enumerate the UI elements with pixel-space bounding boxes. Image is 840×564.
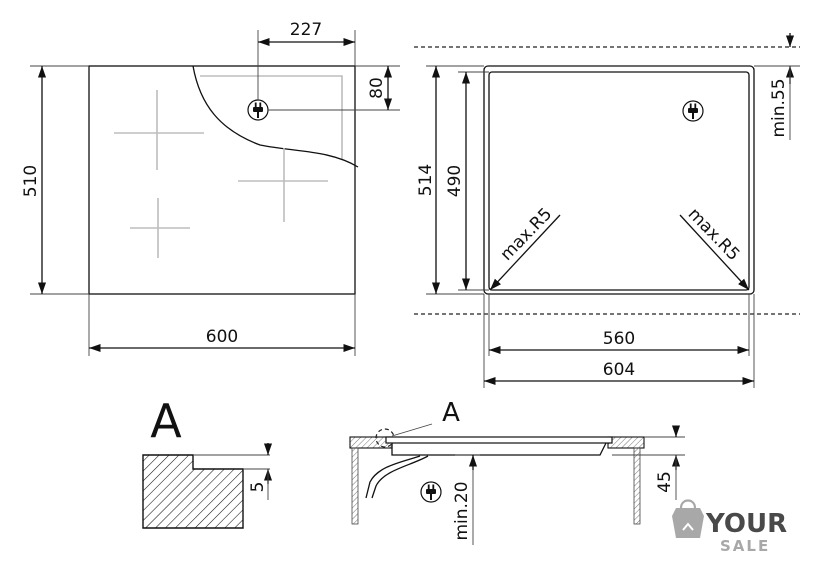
hob-curve-line [192, 65, 359, 168]
hob-inner-frame [200, 75, 343, 160]
hob-outline [88, 65, 356, 295]
hob-body [391, 442, 607, 456]
watermark-line1: YOUR [705, 509, 787, 539]
cutout-view: max.R5 max.R5 [414, 46, 800, 315]
radius-left-label: max.R5 [497, 204, 557, 265]
cabinet-wall-left [351, 447, 359, 525]
detail-a: A 5 [142, 394, 273, 529]
hob-top-view [88, 65, 359, 295]
dim-560: 560 [603, 329, 635, 349]
dim-80: 80 [367, 77, 387, 99]
cutout-dimensions: 514 490 min.55 560 604 [416, 33, 800, 388]
dim-45: 45 [655, 471, 675, 493]
worktop-right [607, 436, 645, 449]
watermark-line2: SALE [720, 537, 770, 555]
dim-600: 600 [206, 327, 238, 347]
dim-490: 490 [445, 165, 465, 197]
cabinet-wall-right [633, 447, 641, 525]
plug-icon [682, 100, 704, 122]
cooking-zones [114, 90, 328, 258]
section-detail-letter: A [442, 398, 460, 428]
plug-icon [247, 99, 269, 121]
dim-514: 514 [416, 164, 436, 196]
cutout-inner [488, 71, 750, 291]
dim-510: 510 [21, 165, 41, 197]
dim-min20: min.20 [452, 481, 472, 540]
section-view: A min.20 45 [349, 398, 685, 545]
glass-top [385, 436, 613, 444]
dim-min55: min.55 [769, 78, 789, 137]
dim-604: 604 [603, 360, 635, 380]
detail-a-section [142, 454, 244, 529]
dim-5: 5 [248, 482, 268, 493]
detail-a-letter: A [150, 394, 182, 448]
plug-icon [420, 481, 442, 503]
cutout-outer [483, 65, 755, 295]
dim-227: 227 [290, 20, 322, 40]
power-cable [365, 455, 421, 499]
radius-right-label: max.R5 [684, 204, 744, 265]
top-view-dimensions: 227 80 510 600 [21, 20, 400, 356]
watermark: YOUR SALE [672, 499, 787, 555]
